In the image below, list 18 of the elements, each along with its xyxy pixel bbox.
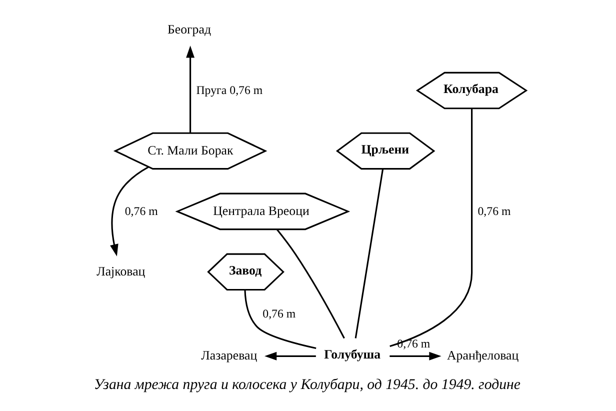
node-text: Лајковац bbox=[96, 264, 145, 278]
edge-label: 0,76 m bbox=[124, 204, 158, 218]
node-text: Голубуша bbox=[324, 348, 380, 362]
connector bbox=[389, 108, 472, 348]
connector bbox=[276, 228, 344, 339]
arrow bbox=[186, 46, 194, 133]
node-text: Лазаревац bbox=[200, 348, 257, 363]
edge-label: 0,76 m bbox=[477, 204, 510, 218]
node-text: Аранђеловац bbox=[446, 348, 518, 363]
edge-label: 0,76 m bbox=[262, 306, 296, 321]
node-text: Београд bbox=[166, 22, 211, 36]
caption: Узана мрежа пруга и колосека у Колубари, од 1945. до 1949. године bbox=[93, 376, 520, 393]
connector bbox=[354, 168, 384, 338]
arrow bbox=[389, 352, 441, 360]
arrow bbox=[264, 352, 316, 360]
arrow bbox=[110, 166, 148, 256]
edge-label: Пруга 0,76 m bbox=[196, 83, 262, 98]
connector bbox=[244, 290, 316, 350]
